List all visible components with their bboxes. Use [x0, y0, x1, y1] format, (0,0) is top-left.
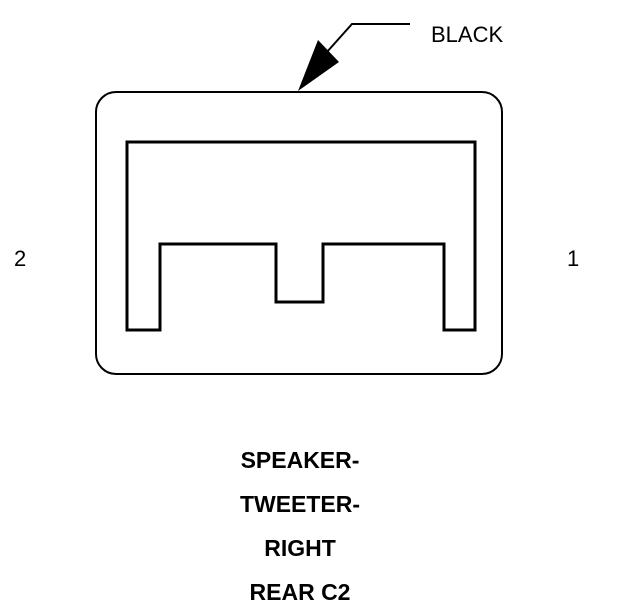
caption-line: SPEAKER-: [240, 447, 360, 473]
caption-line: RIGHT: [264, 535, 336, 561]
connector-diagram: [95, 23, 503, 375]
connector-color-label: BLACK: [431, 22, 504, 47]
pin-number-left: 2: [14, 246, 27, 271]
connector-housing: [95, 91, 503, 375]
color-leader-arrowhead: [298, 40, 339, 91]
caption-line: TWEETER-: [239, 491, 361, 517]
caption-line: REAR C2: [249, 579, 351, 605]
color-leader-line: [317, 23, 410, 63]
pin-number-right: 1: [567, 246, 580, 271]
connector-caption: SPEAKER- TWEETER- RIGHT REAR C2: [0, 438, 600, 614]
connector-cavity: [125, 140, 477, 332]
